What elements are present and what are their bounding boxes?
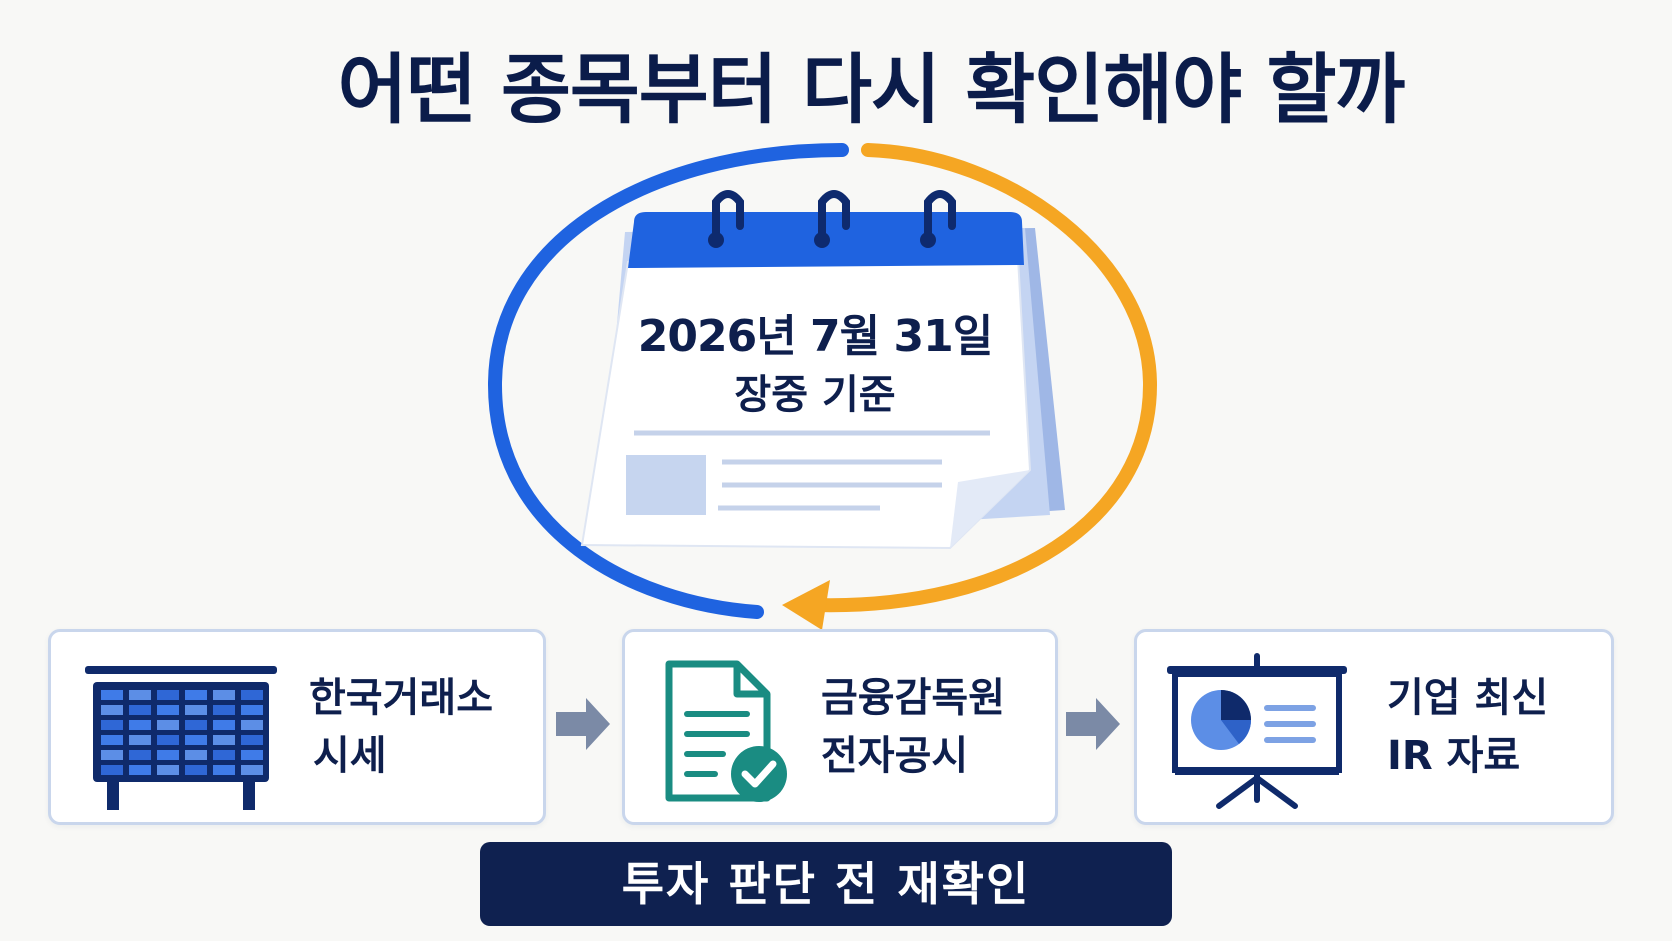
board-cell [129, 765, 151, 775]
board-cell [129, 720, 151, 730]
board-cell [157, 735, 179, 745]
step-2-line2: 전자공시 [821, 733, 969, 779]
board-cell [213, 690, 235, 700]
board-cell [185, 765, 207, 775]
board-cell [241, 720, 263, 730]
board-cell [213, 735, 235, 745]
board-cell [185, 690, 207, 700]
board-cell [129, 690, 151, 700]
board-cell [101, 720, 123, 730]
calendar-rings [712, 190, 956, 242]
board-cell [185, 750, 207, 760]
calendar-cycle-illustration [487, 143, 1158, 630]
cycle-arc-blue [487, 143, 849, 619]
board-cell [101, 765, 123, 775]
footer-banner: 투자 판단 전 재확인 [480, 842, 1172, 926]
board-cell [101, 735, 123, 745]
board-cell [213, 720, 235, 730]
step-2-line1: 금융감독원 [821, 675, 1005, 721]
board-cell [129, 735, 151, 745]
board-cell [129, 750, 151, 760]
board-cell [213, 750, 235, 760]
calendar-subtitle: 장중 기준 [734, 372, 896, 418]
board-cell [157, 750, 179, 760]
board-cell [213, 705, 235, 715]
board-cell [241, 750, 263, 760]
step-1-line1: 한국거래소 [309, 675, 493, 721]
board-cell [101, 705, 123, 715]
board-cell [157, 690, 179, 700]
board-cell [241, 690, 263, 700]
board-cell [185, 720, 207, 730]
arrow-right-icon-1 [556, 698, 610, 750]
step-card-ir: 기업 최신 IR 자료 [1134, 629, 1614, 825]
step-card-disclosure: 금융감독원 전자공시 [622, 629, 1058, 825]
board-cell [157, 765, 179, 775]
arrow-right-icon-2 [1066, 698, 1120, 750]
board-cell [241, 705, 263, 715]
board-cell [185, 735, 207, 745]
board-cell [241, 765, 263, 775]
page-title: 어떤 종목부터 다시 확인해야 할까 [337, 45, 1406, 134]
document-check-icon [665, 660, 787, 802]
board-cell [101, 750, 123, 760]
stock-board-icon [85, 666, 277, 810]
calendar-date: 2026년 7월 31일 [637, 311, 993, 362]
board-cell [241, 735, 263, 745]
cycle-arc-orange [808, 143, 1158, 613]
board-cell [185, 705, 207, 715]
board-cell [157, 705, 179, 715]
board-cell [129, 705, 151, 715]
board-cell [101, 690, 123, 700]
step-3-line1: 기업 최신 [1387, 675, 1549, 721]
presentation-chart-icon [1167, 653, 1347, 809]
board-cell [213, 765, 235, 775]
step-1-line2: 시세 [313, 733, 387, 779]
step-3-line2: IR 자료 [1387, 733, 1521, 779]
cycle-arrowhead [782, 580, 830, 630]
board-cell [157, 720, 179, 730]
step-card-exchange: 한국거래소 시세 [48, 629, 546, 825]
